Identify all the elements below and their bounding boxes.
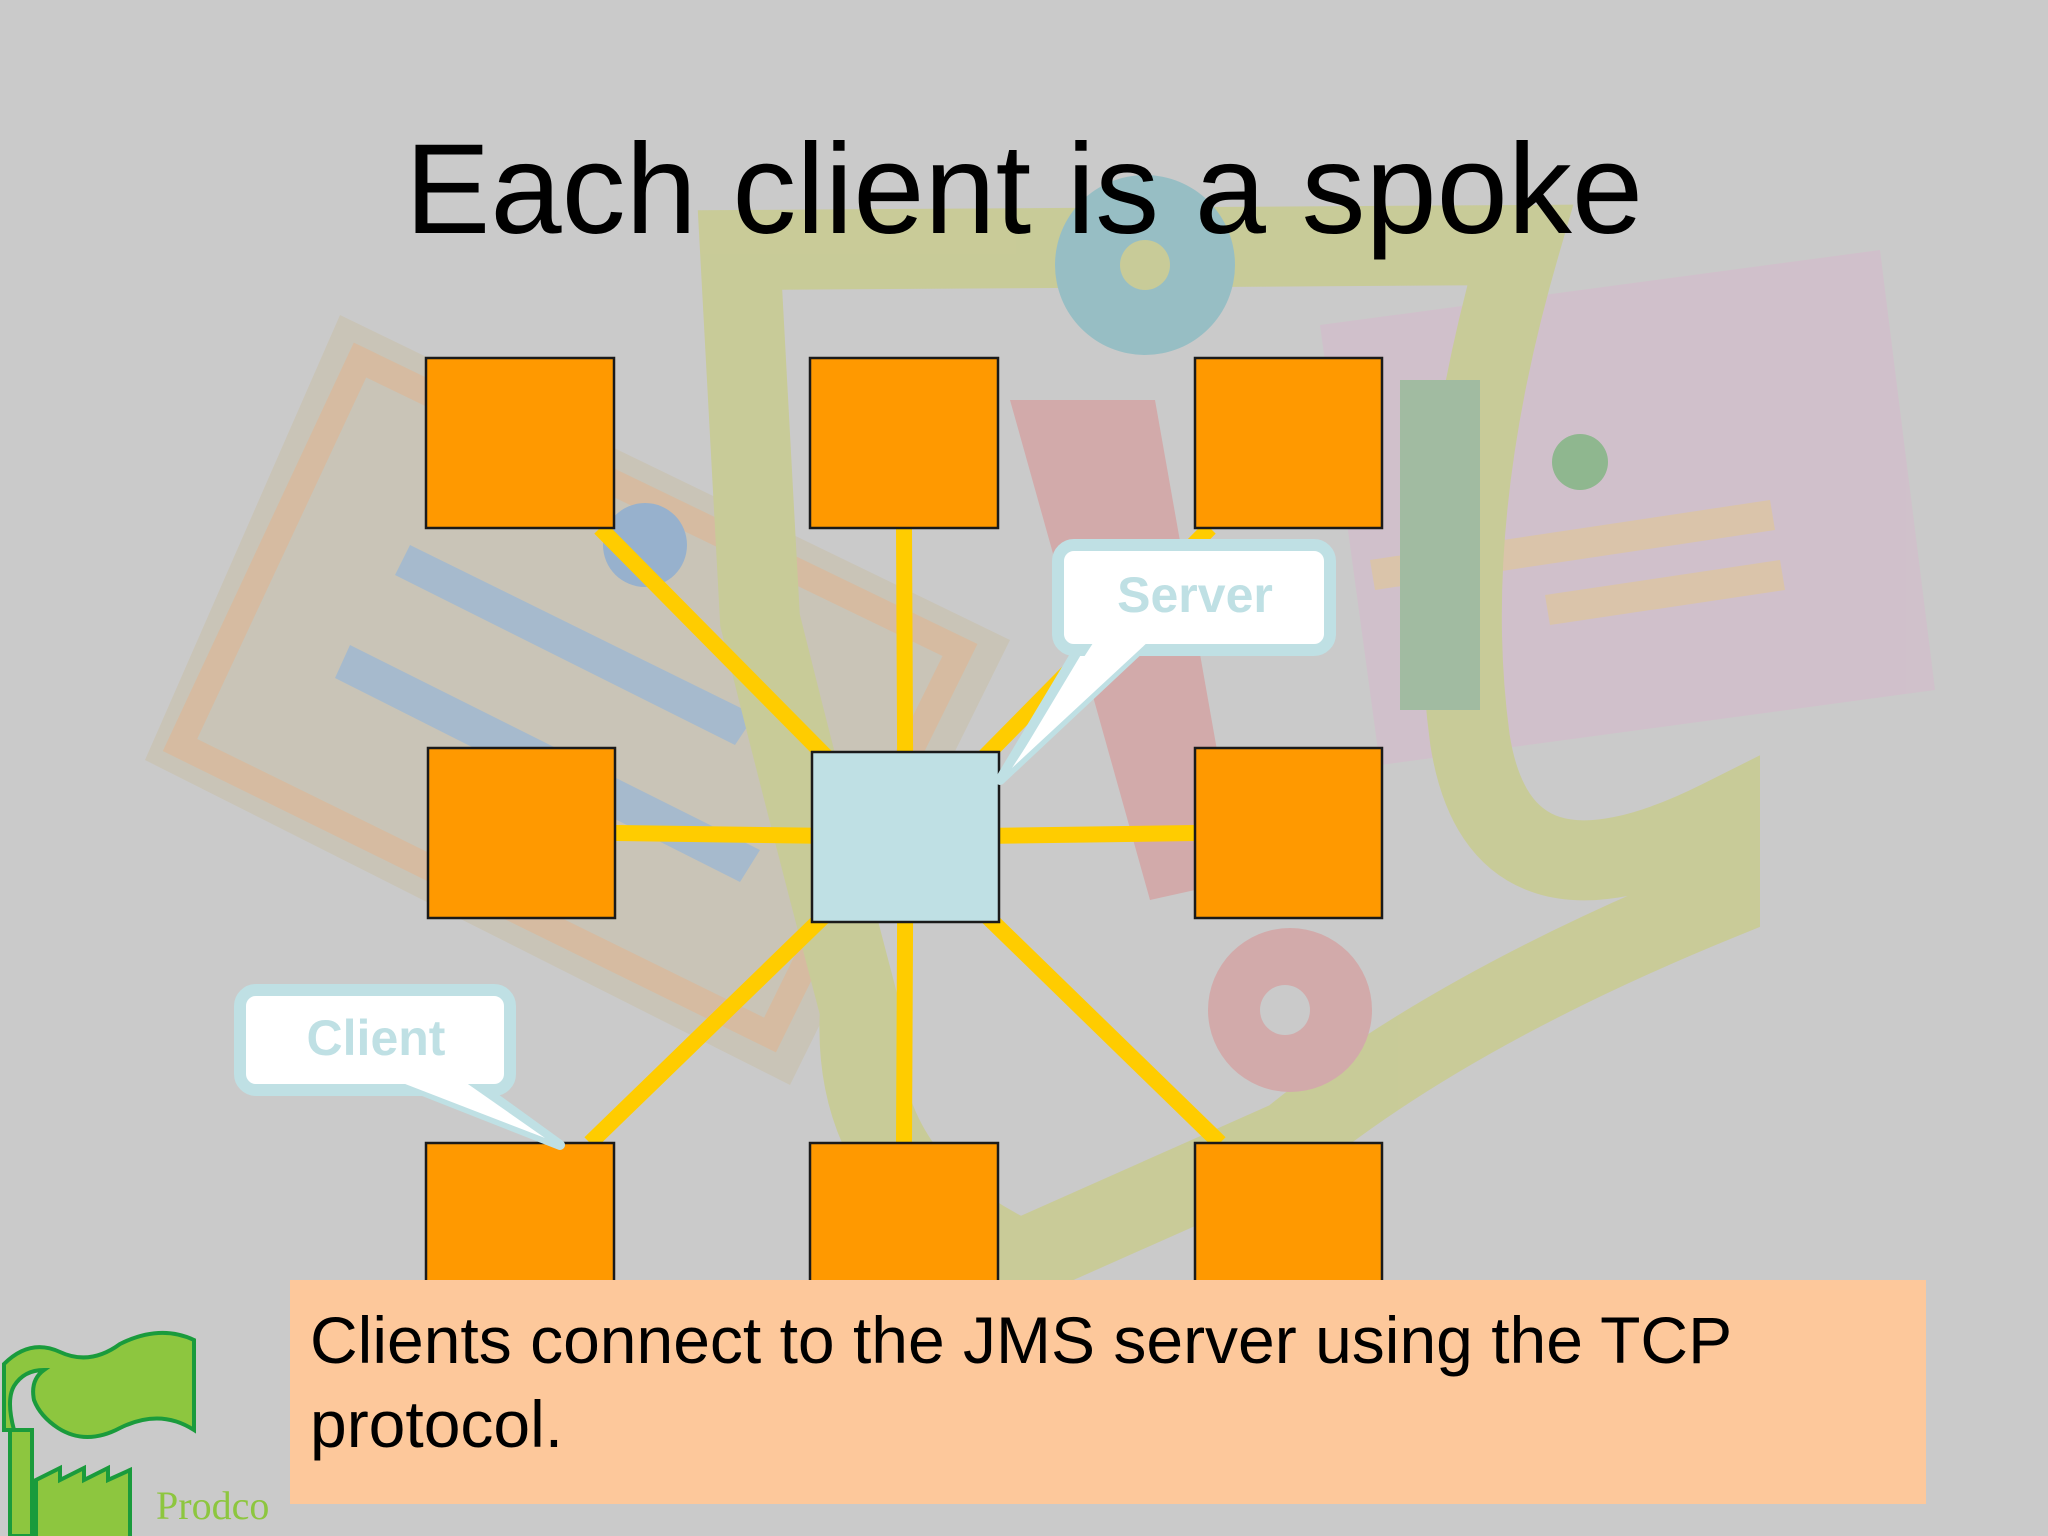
- logo-flag-icon: [2, 1330, 196, 1439]
- caption-box: Clients connect to the JMS server using …: [290, 1280, 1926, 1504]
- watermark-green-stripe: [1400, 380, 1480, 710]
- client-callout: Client: [234, 984, 565, 1150]
- server-callout-tail-fill: [1012, 640, 1150, 768]
- logo-factory-icon: [34, 1464, 132, 1536]
- diagram-nodes: [424, 356, 1384, 1295]
- prodco-logo: [2, 1330, 196, 1536]
- client-callout-bubble: [234, 984, 516, 1096]
- server-callout-label: Server: [1117, 567, 1273, 623]
- node-client-top-left: [424, 356, 616, 530]
- logo-text: Prodco: [156, 1483, 270, 1528]
- watermark-green-dot: [1552, 434, 1608, 490]
- node-client-bottom-center: [808, 1141, 1000, 1295]
- slide-title: Each client is a spoke: [405, 118, 1643, 261]
- server-callout-bubble: [1052, 539, 1336, 656]
- watermark-bar-4: [1545, 560, 1785, 625]
- client-callout-label: Client: [307, 1010, 446, 1066]
- node-client-top-right: [1193, 356, 1384, 530]
- node-client-bottom-left: [424, 1141, 616, 1295]
- watermark-teal-circle-hole: [1120, 240, 1170, 290]
- node-client-middle-right: [1193, 746, 1384, 920]
- server-callout: Server: [995, 539, 1336, 785]
- logo-chimney-icon: [8, 1428, 34, 1536]
- caption-text: Clients connect to the JMS server using …: [310, 1303, 1731, 1461]
- client-callout-tail-fill: [400, 1082, 545, 1138]
- node-server: [810, 750, 1001, 924]
- watermark-bar-1: [395, 545, 755, 745]
- node-client-top-center: [808, 356, 1000, 530]
- watermark-blue-dot: [603, 503, 687, 587]
- watermark-red-circle-hole: [1260, 985, 1310, 1035]
- node-client-middle-left: [426, 746, 617, 920]
- node-client-bottom-right: [1193, 1141, 1384, 1295]
